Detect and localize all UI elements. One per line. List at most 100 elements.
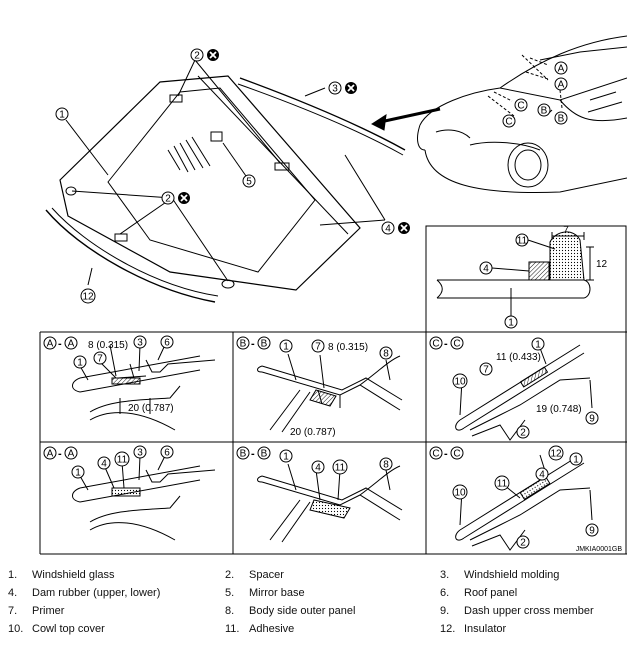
- callout-windshield-molding: 3: [133, 335, 147, 349]
- svg-text:3: 3: [137, 448, 143, 459]
- legend-text: Spacer: [249, 569, 284, 581]
- svg-text:11: 11: [335, 463, 346, 474]
- svg-text:4: 4: [483, 264, 489, 275]
- callout-spacer: 2: [516, 535, 530, 549]
- header-c-c-upper: C - C: [429, 336, 464, 350]
- svg-text:-: -: [58, 448, 62, 460]
- legend-number: 5.: [225, 587, 235, 599]
- dim-20mm: 20 (0.787): [128, 403, 174, 414]
- svg-text:B: B: [240, 339, 247, 350]
- callout-adhesive: 11: [494, 475, 510, 491]
- header-a-a-upper: A - A: [43, 336, 78, 350]
- svg-text:A: A: [558, 80, 565, 91]
- legend-text: Body side outer panel: [249, 605, 356, 617]
- legend-number: 1.: [8, 569, 18, 581]
- marker-section-b: B: [537, 103, 551, 117]
- callout-insulator: 12: [548, 445, 564, 461]
- svg-text:1: 1: [535, 340, 541, 351]
- dim-7: 7: [563, 225, 569, 236]
- adhesive-detail: [425, 225, 627, 333]
- svg-text:1: 1: [77, 358, 83, 369]
- marker-section-b: B: [554, 111, 568, 125]
- svg-text:C: C: [432, 339, 439, 350]
- legend-number: 3.: [440, 569, 450, 581]
- callout-windshield-glass: 1: [71, 465, 85, 479]
- callout-dam-rubber: 4: [381, 221, 395, 235]
- section-c-c-lower: [455, 454, 593, 551]
- svg-text:C: C: [453, 449, 460, 460]
- svg-text:10: 10: [454, 488, 466, 499]
- callout-adhesive: 11: [332, 459, 348, 475]
- svg-text:A: A: [68, 449, 75, 460]
- callout-adhesive: 11: [114, 451, 130, 467]
- callout-dash-upper-cross-member: 9: [585, 523, 599, 537]
- callout-spacer: 2: [190, 48, 204, 62]
- svg-text:1: 1: [283, 342, 289, 353]
- section-c-c-upper: [455, 344, 593, 441]
- svg-text:12: 12: [82, 292, 94, 303]
- svg-text:8: 8: [383, 460, 389, 471]
- callout-spacer: 2: [516, 425, 530, 439]
- legend-text: Roof panel: [464, 587, 518, 599]
- callout-dam-rubber: 4: [535, 467, 549, 481]
- legend-text: Dash upper cross member: [464, 605, 594, 617]
- callout-roof-panel: 6: [160, 335, 174, 349]
- svg-text:A: A: [558, 64, 565, 75]
- legend-number: 4.: [8, 587, 18, 599]
- marker-section-a: A: [554, 77, 568, 91]
- svg-text:C: C: [432, 449, 439, 460]
- callout-roof-panel: 6: [160, 445, 174, 459]
- svg-text:C: C: [505, 117, 512, 128]
- dim-19mm: 19 (0.748): [536, 404, 582, 415]
- svg-text:1: 1: [508, 318, 514, 329]
- callout-mirror-base: 5: [242, 174, 256, 188]
- svg-text:1: 1: [75, 468, 81, 479]
- legend-number: 11.: [225, 623, 240, 635]
- callout-dash-upper-cross-member: 9: [585, 411, 599, 425]
- svg-text:C: C: [453, 339, 460, 350]
- svg-text:4: 4: [385, 224, 391, 235]
- windshield-overview: [45, 59, 441, 303]
- callout-windshield-glass: 1: [279, 449, 293, 463]
- legend-number: 7.: [8, 605, 18, 617]
- legend-text: Cowl top cover: [32, 623, 105, 635]
- svg-text:1: 1: [283, 452, 289, 463]
- callout-windshield-glass: 1: [531, 337, 545, 351]
- dim-20mm: 20 (0.787): [290, 427, 336, 438]
- legend-number: 8.: [225, 605, 235, 617]
- svg-text:8: 8: [383, 349, 389, 360]
- marker-section-c: C: [514, 98, 528, 112]
- svg-text:2: 2: [165, 194, 171, 205]
- legend-text: Insulator: [464, 623, 507, 635]
- section-b-b-lower: [257, 463, 403, 543]
- callout-dam-rubber: 4: [97, 456, 111, 470]
- section-grid: [39, 331, 627, 555]
- svg-text:7: 7: [483, 365, 489, 376]
- callout-windshield-glass: 1: [279, 339, 293, 353]
- legend-text: Windshield glass: [32, 569, 115, 581]
- svg-text:3: 3: [332, 84, 338, 95]
- svg-text:C: C: [517, 101, 524, 112]
- svg-text:7: 7: [315, 342, 321, 353]
- callout-primer: 7: [311, 339, 325, 353]
- svg-text:7: 7: [97, 354, 103, 365]
- windshield-diagram: 1 2 2 3 4 5 12 A A C C B: [39, 35, 627, 555]
- svg-text:1: 1: [573, 455, 579, 466]
- svg-text:2: 2: [194, 51, 200, 62]
- callout-windshield-glass: 1: [55, 107, 69, 121]
- legend-number: 6.: [440, 587, 450, 599]
- svg-text:5: 5: [246, 177, 252, 188]
- callout-dam-rubber: 4: [311, 460, 325, 474]
- svg-text:A: A: [47, 339, 54, 350]
- header-a-a-lower: A - A: [43, 446, 78, 460]
- svg-text:A: A: [68, 339, 75, 350]
- dim-11mm: 11 (0.433): [496, 352, 541, 363]
- legend-text: Mirror base: [249, 587, 305, 599]
- svg-text:-: -: [444, 448, 448, 460]
- callout-cowl-top-cover: 10: [452, 484, 468, 500]
- callout-primer: 7: [479, 362, 493, 376]
- svg-text:-: -: [444, 338, 448, 350]
- legend-text: Windshield molding: [464, 569, 560, 581]
- svg-text:4: 4: [539, 470, 545, 481]
- svg-text:11: 11: [117, 455, 128, 466]
